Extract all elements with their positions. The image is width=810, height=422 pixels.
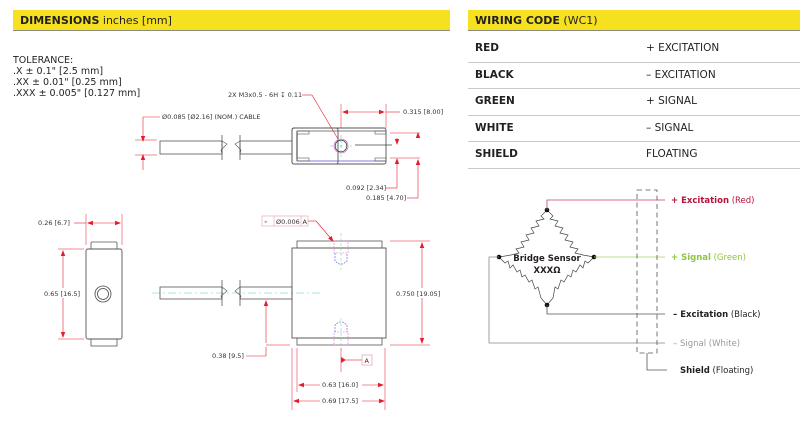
hidden-thread-bottom <box>333 318 349 352</box>
wiring-code-header-code: (WC1) <box>559 14 598 27</box>
dim-038: 0.38 [9.5] <box>212 352 244 360</box>
bridge-resistors <box>498 209 595 306</box>
datum-a-label: A <box>365 357 370 365</box>
lead-label-rest: (Red) <box>729 196 754 206</box>
table-row: BLACK – EXCITATION <box>468 63 800 90</box>
tolerance-block: TOLERANCE: .X ± 0.1" [2.5 mm] .XX ± 0.01… <box>13 55 140 99</box>
lead-label-shield: Shield (Floating) <box>680 366 753 376</box>
top-view: 2X M3x0.5 - 6H ↧ 0.11 0.315 [8.00] 0.092… <box>135 91 443 202</box>
wire-function: – EXCITATION <box>646 68 716 81</box>
dimensions-header-title: DIMENSIONS <box>20 14 100 27</box>
wire-color: WHITE <box>475 121 514 134</box>
lead-label-rest: (Black) <box>728 310 760 320</box>
wire-excitation-pos <box>546 199 665 210</box>
cable-shield <box>636 189 658 354</box>
tolerance-title: TOLERANCE: <box>13 55 74 66</box>
lead-label-bold: + Excitation <box>671 196 729 206</box>
cable-segment <box>239 140 293 155</box>
wire-signal-neg <box>488 256 665 344</box>
tolerance-line: .XX ± 0.01" [0.25 mm] <box>13 77 122 88</box>
lead-label-rest: (White) <box>706 339 740 349</box>
dim-0315: 0.315 [8.00] <box>403 108 443 116</box>
lead-label-bold: – Signal <box>673 339 706 349</box>
side-body <box>85 248 123 340</box>
cable-callout: Ø0.085 [Ø2.16] (NOM.) CABLE <box>162 113 260 121</box>
front-view: ⌖ Ø0.006 A 0.750 [19.05] 0.38 [9.5] A 0.… <box>152 215 448 410</box>
tolerance-line: .XXX ± 0.005" [0.127 mm] <box>13 88 141 99</box>
front-body <box>291 247 387 339</box>
dim-0185: 0.185 [4.70] <box>366 194 406 202</box>
wiring-schematic: Bridge Sensor XXXΩ + Excitation (Red) + … <box>488 189 760 376</box>
thread-callout: 2X M3x0.5 - 6H ↧ 0.11 <box>228 91 302 99</box>
wiring-code-header-title: WIRING CODE <box>475 14 560 27</box>
feature-control-frame: ⌖ Ø0.006 A <box>261 215 334 242</box>
lead-label-excitation-pos: + Excitation (Red) <box>671 196 754 206</box>
dim-026: 0.26 [6.7] <box>38 219 70 227</box>
wire-color: SHIELD <box>475 148 518 161</box>
dim-0750: 0.750 [19.05] <box>396 290 440 298</box>
table-row: GREEN + SIGNAL <box>468 89 800 116</box>
wire-function: + SIGNAL <box>646 95 697 108</box>
datum-a-box <box>361 354 373 366</box>
wiring-code-header: WIRING CODE (WC1) <box>468 10 800 31</box>
table-row: RED + EXCITATION <box>468 36 800 63</box>
sensor-label: Bridge Sensor <box>513 254 581 264</box>
wire-color: BLACK <box>475 68 514 81</box>
position-symbol-icon: ⌖ <box>264 218 268 226</box>
dim-063: 0.63 [16.0] <box>322 381 358 389</box>
lead-label-bold: Shield <box>680 366 710 376</box>
wire-function: – SIGNAL <box>646 121 694 134</box>
dim-069: 0.69 [17.5] <box>322 397 358 405</box>
hidden-thread-top <box>333 233 349 270</box>
fcf-datum: A <box>303 218 308 226</box>
cable-segment <box>159 140 223 155</box>
sensor-value: XXXΩ <box>534 266 561 276</box>
dimensions-header-units: inches [mm] <box>99 14 172 27</box>
lead-label-signal-pos: + Signal (Green) <box>671 253 746 263</box>
table-row: SHIELD FLOATING <box>468 142 800 169</box>
lead-label-bold: + Signal <box>671 253 711 263</box>
wire-color: RED <box>475 42 499 54</box>
wire-shield <box>646 353 667 371</box>
fcf-tolerance: Ø0.006 <box>276 218 300 226</box>
cable-exit <box>94 285 112 303</box>
lead-label-rest: (Floating) <box>710 366 753 376</box>
lead-label-signal-neg: – Signal (White) <box>673 339 740 349</box>
lead-label-bold: – Excitation <box>673 310 728 320</box>
side-view: 0.26 [6.7] 0.65 [16.5] <box>38 214 123 347</box>
tolerance-line: .X ± 0.1" [2.5 mm] <box>13 66 104 77</box>
dim-0092: 0.092 [2.34] <box>346 184 386 192</box>
dimensions-header: DIMENSIONS inches [mm] <box>13 10 450 31</box>
lead-label-rest: (Green) <box>711 253 746 263</box>
dim-065: 0.65 [16.5] <box>44 290 80 298</box>
wiring-code-table: RED + EXCITATION BLACK – EXCITATION GREEN +… <box>468 36 800 169</box>
wire-excitation-neg <box>546 305 665 315</box>
table-row: WHITE – SIGNAL <box>468 116 800 143</box>
wire-color: GREEN <box>475 95 515 108</box>
lead-label-excitation-neg: – Excitation (Black) <box>673 310 760 320</box>
wire-function: FLOATING <box>646 148 698 161</box>
wire-function: + EXCITATION <box>646 42 720 54</box>
